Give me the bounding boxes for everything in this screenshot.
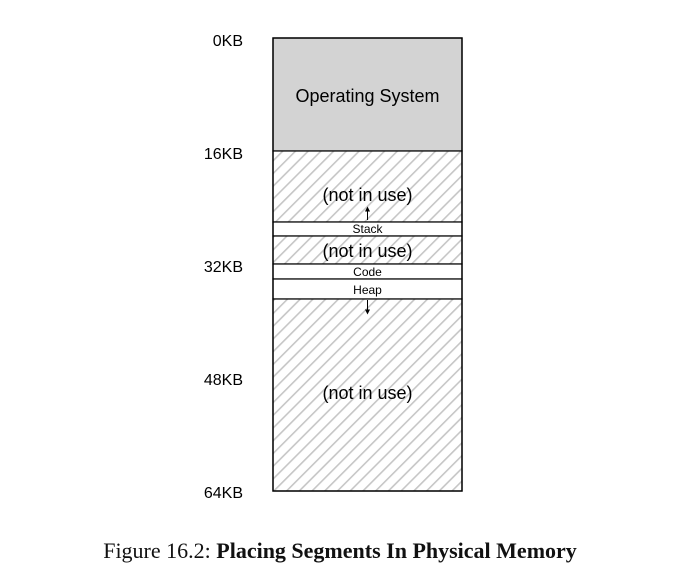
- physical-memory-diagram: 0KB 16KB 32KB 48KB 64KB Operating System…: [204, 33, 463, 502]
- caption-title: Placing Segments In Physical Memory: [216, 538, 577, 563]
- free-region-bottom-label: (not in use): [322, 383, 412, 403]
- heap-segment-label: Heap: [353, 283, 382, 297]
- memory-column-border: [272, 37, 463, 492]
- address-label-32kb: 32KB: [204, 259, 243, 276]
- address-label-16kb: 16KB: [204, 146, 243, 163]
- code-segment-label: Code: [353, 265, 382, 279]
- free-region-middle-label: (not in use): [322, 241, 412, 261]
- os-segment: [272, 37, 463, 152]
- os-segment-label: Operating System: [295, 86, 439, 106]
- address-label-64kb: 64KB: [204, 485, 243, 502]
- address-label-0kb: 0KB: [213, 33, 243, 50]
- free-region-middle: [272, 235, 463, 265]
- free-region-bottom: [272, 298, 463, 492]
- figure-caption: Figure 16.2: Placing Segments In Physica…: [0, 538, 680, 564]
- address-label-48kb: 48KB: [204, 372, 243, 389]
- free-region-top-label: (not in use): [322, 185, 412, 205]
- caption-prefix: Figure 16.2:: [103, 538, 211, 563]
- stack-segment-label: Stack: [352, 222, 383, 236]
